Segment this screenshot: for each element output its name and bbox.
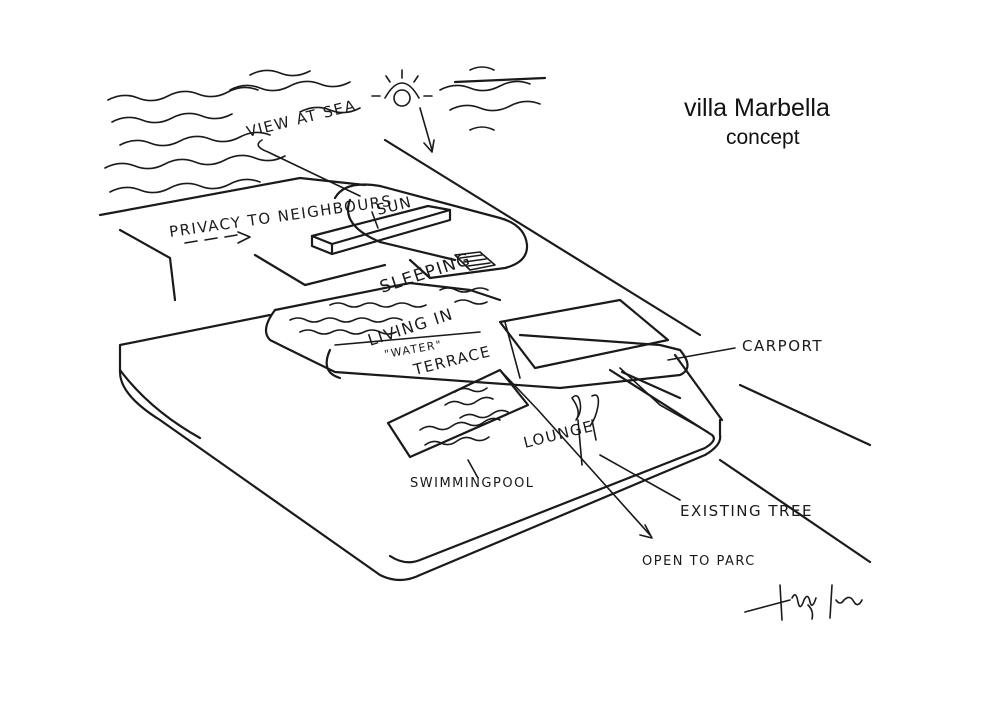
- label-view-at-sea: VIEW AT SEA: [245, 96, 359, 141]
- page-title: villa Marbella: [684, 94, 830, 122]
- label-carport: CARPORT: [742, 337, 823, 355]
- tree-icon: [571, 394, 600, 466]
- page-subtitle: concept: [726, 126, 800, 149]
- water-waves-icon: [289, 287, 489, 335]
- label-privacy: PRIVACY TO NEIGHBOURS: [168, 192, 394, 241]
- signature: [744, 584, 863, 621]
- label-open-to-parc: OPEN TO PARC: [642, 554, 756, 569]
- label-existing-tree: EXISTING TREE: [680, 502, 813, 520]
- label-lounge: LOUNGE: [522, 417, 596, 452]
- label-swimmingpool: SWIMMINGPOOL: [410, 476, 535, 491]
- sea-waves-icon: [104, 66, 541, 194]
- sun-icon: [371, 69, 435, 153]
